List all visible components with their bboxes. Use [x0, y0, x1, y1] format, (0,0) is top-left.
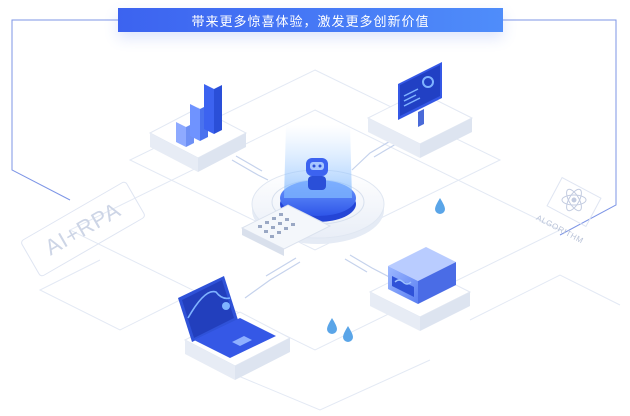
- keyboard-icon: [240, 204, 332, 256]
- bar-chart-block-icon: [148, 84, 248, 172]
- laptop-chart-block-icon: [178, 276, 292, 380]
- circuit-lines: [231, 139, 397, 299]
- slogan-banner: 带来更多惊喜体验，激发更多创新价值: [118, 8, 503, 32]
- slogan-text: 带来更多惊喜体验，激发更多创新价值: [191, 14, 430, 30]
- frame-lines: [11, 19, 617, 236]
- gpu-box-block-icon: [368, 247, 472, 331]
- robot-icon: [306, 158, 328, 190]
- atom-icon: [546, 176, 602, 228]
- monitor-dashboard-block-icon: [366, 62, 474, 158]
- water-drop-icon: [327, 198, 445, 342]
